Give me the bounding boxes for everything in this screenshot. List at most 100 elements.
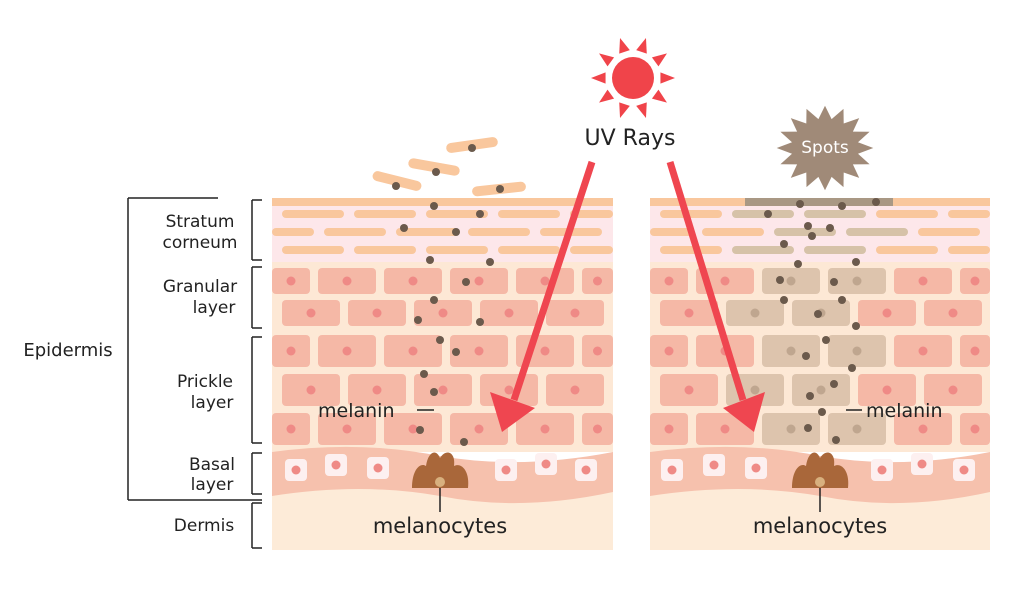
cell-nucleus	[684, 385, 694, 395]
basal-cell-nucleus	[501, 465, 511, 475]
melanin-dot	[806, 392, 814, 400]
basal-cell-nucleus	[917, 459, 927, 469]
cell-nucleus	[342, 276, 352, 286]
stratum-bar	[498, 210, 560, 218]
cell-nucleus	[664, 346, 674, 356]
stratum-bar	[396, 228, 458, 236]
melanin-dot	[838, 296, 846, 304]
left-melanocyte-cell	[412, 452, 469, 488]
melanin-dot	[416, 426, 424, 434]
epidermis-label: Epidermis	[23, 340, 112, 361]
cell-nucleus	[438, 308, 448, 318]
cell-nucleus	[786, 424, 796, 434]
cell-nucleus	[684, 308, 694, 318]
melanin-dot	[436, 336, 444, 344]
cell-nucleus	[408, 424, 418, 434]
cell-nucleus	[852, 424, 862, 434]
melanin-dot	[794, 260, 802, 268]
stratum-bar	[918, 228, 980, 236]
cell-nucleus	[970, 346, 980, 356]
cell-nucleus	[786, 346, 796, 356]
sun-ray	[651, 53, 667, 67]
basal-cell-nucleus	[667, 465, 677, 475]
stratum-bar	[876, 210, 938, 218]
melanin-dot	[832, 436, 840, 444]
melanin-dot	[852, 322, 860, 330]
stratum-bar	[660, 246, 722, 254]
cell-nucleus	[474, 276, 484, 286]
cell-nucleus	[438, 385, 448, 395]
cell-nucleus	[342, 346, 352, 356]
cell-nucleus	[286, 346, 296, 356]
melanin-dot	[826, 224, 834, 232]
melanin-dot	[802, 352, 810, 360]
cell-nucleus	[918, 276, 928, 286]
uv-rays-label: UV Rays	[585, 126, 676, 151]
cell-nucleus	[948, 385, 958, 395]
sun-ray	[599, 89, 615, 103]
stratum-bar	[732, 246, 794, 254]
left-skin-panel	[272, 137, 613, 550]
basal-layer-label-line2: layer	[191, 475, 234, 495]
basal-cell-nucleus	[331, 460, 341, 470]
cell-nucleus	[593, 424, 602, 434]
melanin-dot	[818, 408, 826, 416]
stratum-bar	[324, 228, 386, 236]
stratum-bar	[846, 228, 908, 236]
uv-arrow-left	[490, 160, 596, 432]
basal-cell-nucleus	[877, 465, 887, 475]
melanin-dot	[426, 256, 434, 264]
cell-nucleus	[816, 385, 826, 395]
spots-label: Spots	[801, 138, 849, 158]
stratum-bar	[948, 210, 990, 218]
cell-nucleus	[504, 385, 514, 395]
melanocytes-label-left: melanocytes	[373, 514, 507, 538]
melanin-dot	[430, 296, 438, 304]
cell-nucleus	[970, 424, 980, 434]
stratum-bar	[876, 246, 938, 254]
stratum-bar	[804, 246, 866, 254]
sun-ray	[651, 89, 667, 103]
left-cell-grid	[272, 268, 613, 445]
sun-ray	[636, 102, 647, 118]
stratum-bar	[426, 210, 488, 218]
cell-nucleus	[286, 424, 296, 434]
melanin-dot	[814, 310, 822, 318]
stratum-bar	[272, 228, 314, 236]
cell-nucleus	[540, 346, 550, 356]
cell-nucleus	[664, 424, 674, 434]
stratum-bar	[354, 246, 416, 254]
cell-nucleus	[372, 385, 382, 395]
melanin-label-right: melanin	[866, 400, 942, 422]
melanin-dot	[822, 336, 830, 344]
melanocytes-label-right: melanocytes	[753, 514, 887, 538]
stratum-bar	[354, 210, 416, 218]
melanin-dot	[496, 185, 504, 193]
cell-nucleus	[882, 385, 892, 395]
melanin-dot	[848, 364, 856, 372]
right-cell-grid	[650, 268, 990, 445]
cell-nucleus	[408, 346, 418, 356]
melanin-dot	[776, 276, 784, 284]
cell-nucleus	[342, 424, 352, 434]
stratum-corneum-label-line2: corneum	[162, 233, 237, 253]
stratum-bar	[660, 210, 722, 218]
cell-nucleus	[720, 276, 730, 286]
stratum-bar	[282, 246, 344, 254]
cell-nucleus	[882, 308, 892, 318]
cell-nucleus	[593, 346, 602, 356]
sun-ray	[636, 38, 647, 54]
melanin-dot	[430, 202, 438, 210]
left-melanin-dots	[392, 144, 504, 446]
cell-nucleus	[852, 346, 862, 356]
melanin-dot	[460, 438, 468, 446]
melanin-dot	[400, 224, 408, 232]
spots-burst-icon: Spots	[776, 105, 874, 191]
cell-nucleus	[570, 308, 580, 318]
basal-layer-label-line1: Basal	[189, 455, 235, 475]
basal-cell-nucleus	[751, 463, 761, 473]
melanin-dot	[872, 198, 880, 206]
left-basal-cells	[285, 453, 597, 481]
stratum-bar	[650, 228, 692, 236]
